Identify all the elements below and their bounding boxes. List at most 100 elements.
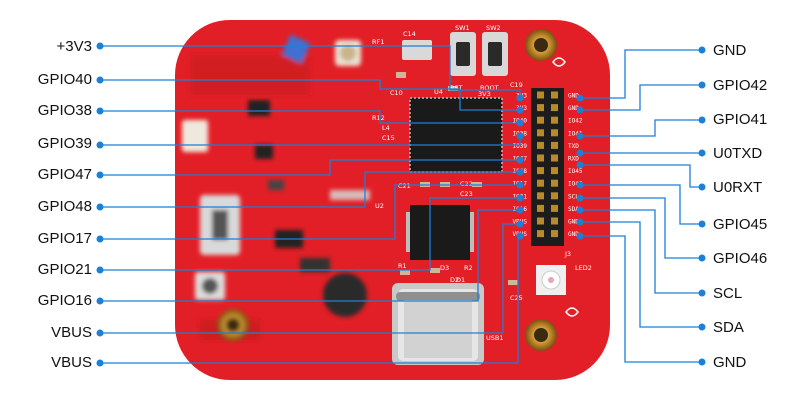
pin-leader-lines bbox=[96, 42, 706, 367]
pin-label-right-5: U0RXT bbox=[713, 179, 763, 196]
leader-line-right bbox=[580, 197, 702, 259]
leader-line-left bbox=[100, 159, 520, 176]
leader-dot bbox=[96, 235, 104, 243]
leader-dot bbox=[576, 194, 584, 202]
header-pin-right bbox=[551, 230, 558, 238]
pin-label-left-10: VBUS bbox=[51, 324, 92, 341]
pin-label-left-2: GPIO40 bbox=[37, 71, 92, 88]
leader-dot bbox=[96, 266, 104, 274]
pin-label-left-4: GPIO39 bbox=[37, 135, 92, 152]
leader-dot bbox=[516, 181, 524, 189]
header-pin-left bbox=[537, 91, 544, 99]
leader-dot bbox=[96, 297, 104, 305]
pin-label-left-8: GPIO21 bbox=[37, 261, 92, 278]
pin-label-left-7: GPIO17 bbox=[37, 230, 92, 247]
leader-dot bbox=[516, 168, 524, 176]
leader-dot bbox=[576, 232, 584, 240]
pin-label-left-11: VBUS bbox=[51, 354, 92, 371]
header-silk-right: IO45 bbox=[568, 168, 583, 175]
leader-line-right bbox=[580, 221, 702, 328]
battery-connector-icon bbox=[182, 120, 208, 152]
silk-label: C21 bbox=[398, 182, 411, 190]
leader-line-left bbox=[100, 110, 520, 124]
header-pin-right bbox=[551, 141, 558, 149]
usb-bridge-chip bbox=[410, 205, 470, 260]
pin-label-right-8: SCL bbox=[713, 285, 743, 302]
leader-line-left bbox=[100, 171, 520, 208]
header-silk-right: GND bbox=[568, 93, 579, 100]
leader-dot bbox=[516, 220, 524, 228]
pin-label-left-3: GPIO38 bbox=[37, 102, 92, 119]
silk-label: J3 bbox=[564, 250, 571, 258]
header-pin-left bbox=[537, 129, 544, 137]
silk-label: RST bbox=[450, 84, 463, 92]
leader-dot bbox=[576, 149, 584, 157]
silk-label: D3 bbox=[440, 264, 449, 272]
header-pin-left bbox=[537, 167, 544, 175]
pin-label-right-7: GPIO46 bbox=[713, 250, 768, 267]
silk-label: C15 bbox=[382, 134, 395, 142]
mcu-chip bbox=[410, 98, 502, 172]
mounting-hole-bottom-left bbox=[217, 309, 249, 341]
leader-dot bbox=[96, 171, 104, 179]
pin-label-right-6: GPIO45 bbox=[713, 216, 768, 233]
header-pin-left bbox=[537, 217, 544, 225]
silk-label: BOOT bbox=[480, 84, 499, 92]
leader-line-right bbox=[580, 84, 702, 111]
header-silk-right: IO46 bbox=[568, 181, 583, 188]
rst-button-icon bbox=[482, 32, 508, 76]
leader-dot bbox=[698, 149, 706, 157]
pin-label-left-6: GPIO48 bbox=[37, 198, 92, 215]
leader-line-right bbox=[580, 119, 702, 137]
header-silk-right: SDA bbox=[568, 206, 579, 213]
rgb-led-icon bbox=[536, 265, 566, 295]
header-silk-right: IO41 bbox=[568, 130, 583, 137]
leader-line-right bbox=[580, 164, 702, 188]
pin-label-left-1: +3V3 bbox=[56, 38, 92, 55]
pin-label-left-9: GPIO16 bbox=[37, 292, 92, 309]
silk-label: D1 bbox=[456, 276, 465, 284]
header-pin-right bbox=[551, 204, 558, 212]
pcb-left-area bbox=[182, 34, 370, 340]
silk-label: C22 bbox=[460, 180, 473, 188]
header-silk-right: GND bbox=[568, 219, 579, 226]
crystal-icon bbox=[402, 40, 432, 60]
leader-line-left bbox=[100, 223, 520, 334]
logo-icon bbox=[552, 57, 566, 67]
leader-line-right bbox=[580, 49, 702, 99]
leader-dot bbox=[698, 358, 706, 366]
silk-label: U4 bbox=[434, 88, 443, 96]
leader-dot bbox=[576, 218, 584, 226]
header-pin-right bbox=[551, 154, 558, 162]
silk-label: SW1 bbox=[455, 24, 470, 32]
header-pin-left bbox=[537, 141, 544, 149]
leader-dot bbox=[698, 183, 706, 191]
header-pin-left bbox=[537, 192, 544, 200]
leader-line-left bbox=[100, 209, 520, 302]
leader-dot bbox=[516, 156, 524, 164]
header-pin-right bbox=[551, 217, 558, 225]
leader-dot bbox=[516, 206, 524, 214]
header-pin-right bbox=[551, 167, 558, 175]
leader-dot bbox=[96, 359, 104, 367]
header-pin-right bbox=[551, 116, 558, 124]
leader-dot bbox=[96, 141, 104, 149]
leader-dot bbox=[698, 220, 706, 228]
header-pin-right bbox=[551, 179, 558, 187]
silk-label: L4 bbox=[382, 124, 390, 132]
leader-dot bbox=[96, 329, 104, 337]
header-pin-right bbox=[551, 129, 558, 137]
leader-dot bbox=[698, 81, 706, 89]
leader-dot bbox=[96, 42, 104, 50]
leader-line-right bbox=[580, 209, 702, 294]
header-silk-right: GND bbox=[568, 231, 579, 238]
silk-label: C10 bbox=[390, 89, 403, 97]
boot-button-icon bbox=[450, 32, 476, 76]
silk-label: 3V3 bbox=[478, 90, 491, 98]
header-silk-right: GND bbox=[568, 105, 579, 112]
header-pin-right bbox=[551, 104, 558, 112]
header-pin-right bbox=[551, 192, 558, 200]
silk-label: RF1 bbox=[372, 38, 384, 46]
